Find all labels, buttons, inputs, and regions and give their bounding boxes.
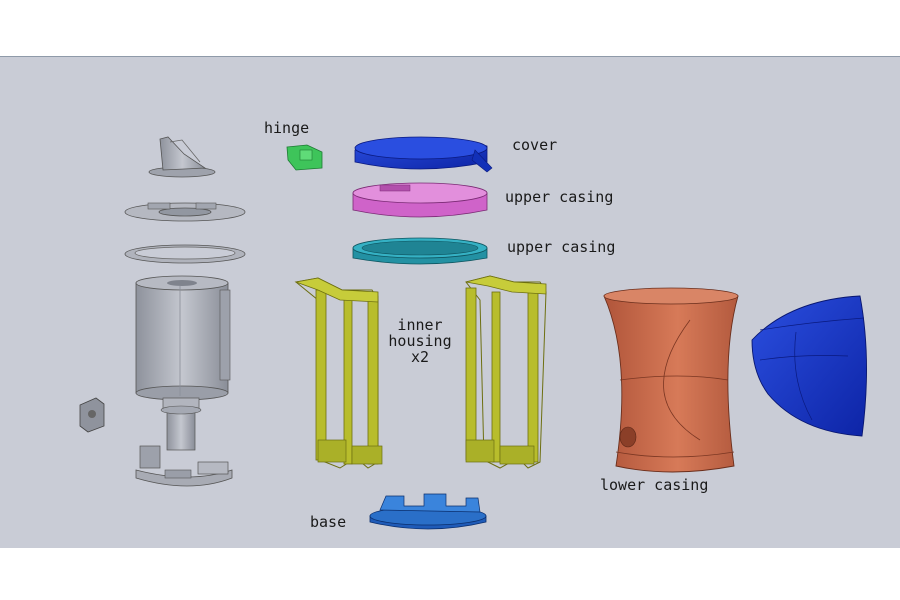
- hinge-part: [286, 144, 323, 171]
- inner-housing-right: [465, 275, 547, 469]
- label-upper-casing-1: upper casing: [505, 188, 614, 206]
- gray-shaft: [160, 397, 202, 451]
- cover-part: [354, 136, 493, 173]
- label-inner-housing-line1: inner: [397, 316, 443, 334]
- base-part: [369, 493, 487, 530]
- gray-small-bracket: [79, 397, 105, 433]
- gray-motor-body: [135, 275, 231, 401]
- gray-ring: [124, 244, 246, 264]
- side-shell-part: [751, 295, 867, 437]
- upper-casing-teal: [352, 237, 488, 265]
- label-inner-housing-line2: housing: [388, 332, 452, 350]
- label-base: base: [310, 513, 347, 531]
- upper-casing-pink: [352, 182, 488, 218]
- gray-top-mount: [148, 136, 216, 178]
- label-hinge: hinge: [264, 119, 310, 137]
- gray-bottom-plate: [135, 445, 233, 487]
- label-cover: cover: [512, 136, 558, 154]
- label-inner-housing-line3: x2: [410, 348, 430, 366]
- label-lower-casing: lower casing: [600, 476, 709, 494]
- label-upper-casing-2: upper casing: [507, 238, 616, 256]
- lower-casing-part: [603, 287, 739, 473]
- inner-housing-left: [294, 277, 383, 469]
- gray-plate-1: [124, 202, 246, 222]
